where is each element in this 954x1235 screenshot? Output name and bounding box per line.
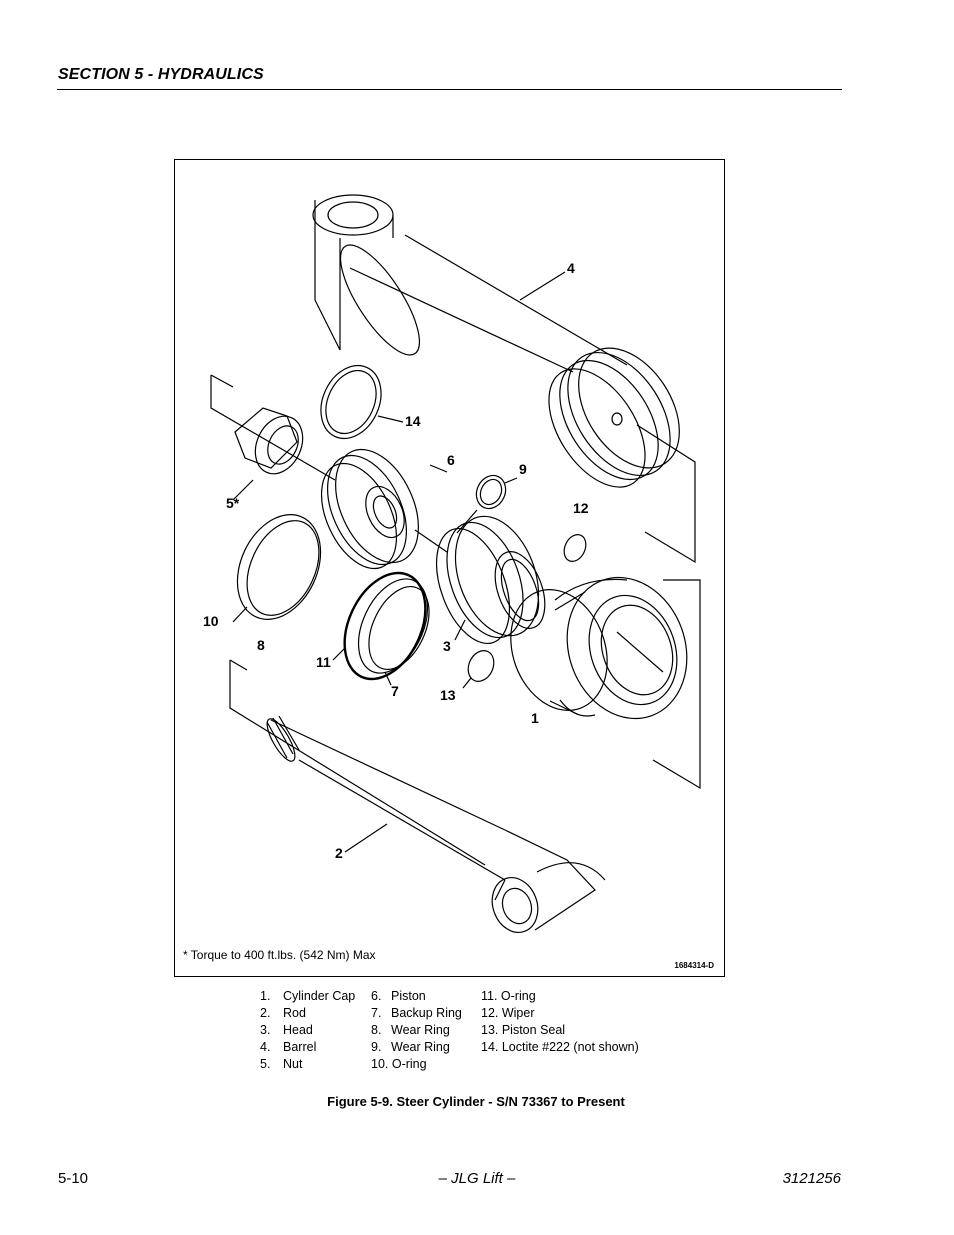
exploded-view-figure: 4 14 6 9 5* 12 10 8 3 11 7 13 1 2 * Torq… bbox=[174, 159, 725, 977]
page-number: 5-10 bbox=[58, 1170, 89, 1187]
callout-10: 10 bbox=[203, 613, 219, 629]
rod-drawing bbox=[229, 659, 606, 933]
callout-12: 12 bbox=[573, 500, 589, 516]
piston-drawing bbox=[320, 448, 448, 570]
legend-item: 7.Backup Ring bbox=[371, 1006, 462, 1020]
legend-item: 2.Rod bbox=[260, 1006, 306, 1020]
wiper-drawing bbox=[563, 534, 587, 562]
header-rule bbox=[57, 89, 842, 90]
legend-item: 8.Wear Ring bbox=[371, 1023, 450, 1037]
legend-item: 10. O-ring bbox=[371, 1057, 427, 1071]
barrel-drawing bbox=[312, 194, 696, 564]
legend-item: 14. Loctite #222 (not shown) bbox=[481, 1040, 639, 1054]
legend-item: 12. Wiper bbox=[481, 1006, 535, 1020]
callout-7: 7 bbox=[391, 683, 399, 699]
parts-legend-column-1: 1.Cylinder Cap 2.Rod 3.Head 4.Barrel 5.N… bbox=[260, 988, 355, 1073]
wear-ring-9-drawing bbox=[456, 474, 518, 534]
o-ring-11-drawing bbox=[332, 571, 430, 686]
callout-5: 5* bbox=[226, 495, 240, 511]
callout-1: 1 bbox=[531, 710, 539, 726]
callout-8: 8 bbox=[257, 637, 265, 653]
drawing-number: 1684314-D bbox=[674, 961, 714, 970]
torque-note: * Torque to 400 ft.lbs. (542 Nm) Max bbox=[183, 948, 376, 962]
callout-14: 14 bbox=[405, 413, 421, 429]
callout-11: 11 bbox=[316, 654, 331, 670]
document-number: 3121256 bbox=[782, 1170, 841, 1187]
exploded-view-drawing bbox=[210, 194, 701, 933]
piston-seal-drawing bbox=[462, 650, 495, 689]
legend-item: 13. Piston Seal bbox=[481, 1023, 566, 1037]
wear-ring-8-drawing bbox=[232, 514, 322, 623]
callout-9: 9 bbox=[519, 461, 527, 477]
figure-caption: Figure 5-9. Steer Cylinder - S/N 73367 t… bbox=[327, 1094, 625, 1109]
section-title: SECTION 5 - HYDRAULICS bbox=[58, 66, 264, 83]
legend-item: 11. O-ring bbox=[481, 989, 536, 1003]
legend-item: 6.Piston bbox=[371, 989, 426, 1003]
callout-2: 2 bbox=[335, 845, 343, 861]
o-ring-14-drawing bbox=[320, 364, 404, 440]
legend-item: 4.Barrel bbox=[260, 1040, 317, 1054]
legend-item: 9.Wear Ring bbox=[371, 1040, 450, 1054]
footer-publisher: – JLG Lift – bbox=[438, 1170, 516, 1187]
callout-6: 6 bbox=[447, 452, 455, 468]
cylinder-cap-drawing bbox=[510, 576, 701, 790]
nut-drawing bbox=[210, 374, 336, 501]
callout-3: 3 bbox=[443, 638, 451, 654]
legend-item: 3.Head bbox=[260, 1023, 313, 1037]
head-drawing bbox=[435, 515, 586, 645]
parts-legend-column-3: 11. O-ring 12. Wiper 13. Piston Seal 14.… bbox=[481, 988, 639, 1056]
legend-item: 5.Nut bbox=[260, 1057, 303, 1071]
parts-legend-column-2: 6.Piston 7.Backup Ring 8.Wear Ring 9.Wea… bbox=[371, 988, 462, 1073]
callout-13: 13 bbox=[440, 687, 456, 703]
legend-item: 1.Cylinder Cap bbox=[260, 989, 356, 1003]
callout-4: 4 bbox=[567, 260, 575, 276]
